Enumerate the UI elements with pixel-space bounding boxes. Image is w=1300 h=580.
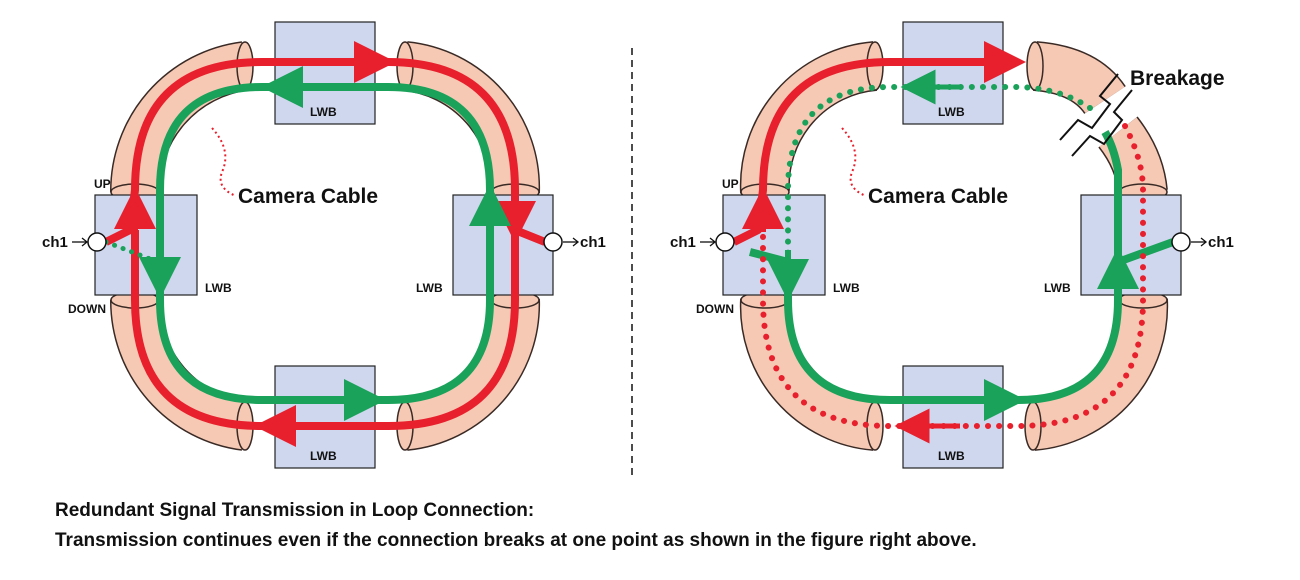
ch1-label-left-r: ch1 [670, 234, 696, 251]
ch1-connector-left-r [715, 232, 735, 252]
lwb-label-right-r: LWB [1044, 281, 1071, 295]
caption-description: Transmission continues even if the conne… [55, 530, 977, 551]
green-dotted-return [785, 84, 1093, 265]
camera-cable-label-r: Camera Cable [868, 185, 1008, 208]
lwb-label-bottom: LWB [310, 449, 337, 463]
break-mark-upper [1059, 73, 1119, 141]
lwb-label-top-r: LWB [938, 105, 965, 119]
lwb-label-right: LWB [416, 281, 443, 295]
camera-cable-pointer-r [841, 127, 867, 197]
ch1-label-right-r: ch1 [1208, 234, 1234, 251]
green-signal-path-r [748, 238, 1175, 404]
left-diagram: LWB LWB LWB LWB UP DOWN ch1 ch1 Camera C… [42, 21, 606, 469]
green-right-up [1101, 130, 1122, 262]
camera-cable-pointer [211, 127, 237, 197]
up-label-r: UP [722, 177, 739, 191]
lwb-box-left-r [722, 194, 826, 296]
red-signal-path-r [732, 58, 1018, 246]
camera-cable-label: Camera Cable [238, 185, 378, 208]
red-dotted-return [760, 123, 1146, 429]
ch1-label-left: ch1 [42, 234, 68, 251]
ch1-label-right: ch1 [580, 234, 606, 251]
green-signal-path [156, 83, 494, 404]
right-diagram: LWB LWB LWB LWB UP DOWN ch1 ch1 Camera C… [670, 21, 1234, 469]
down-label: DOWN [68, 302, 106, 316]
breakage-label: Breakage [1130, 67, 1225, 90]
ch1-connector-right-r [1171, 232, 1191, 252]
ch1-connector-right [543, 232, 563, 252]
caption-title: Redundant Signal Transmission in Loop Co… [55, 500, 535, 521]
diagram-canvas: LWB LWB LWB LWB UP DOWN ch1 ch1 Camera C… [42, 21, 1234, 480]
lwb-label-bottom-r: LWB [938, 449, 965, 463]
break-mark-lower [1071, 89, 1133, 157]
ch1-connector-left [87, 232, 107, 252]
up-label: UP [94, 177, 111, 191]
red-signal-path [104, 58, 547, 430]
lwb-label-left: LWB [205, 281, 232, 295]
lwb-box-right [452, 194, 554, 296]
lwb-label-left-r: LWB [833, 281, 860, 295]
down-label-r: DOWN [696, 302, 734, 316]
lwb-label-top: LWB [310, 105, 337, 119]
lwb-box-left [94, 194, 198, 296]
